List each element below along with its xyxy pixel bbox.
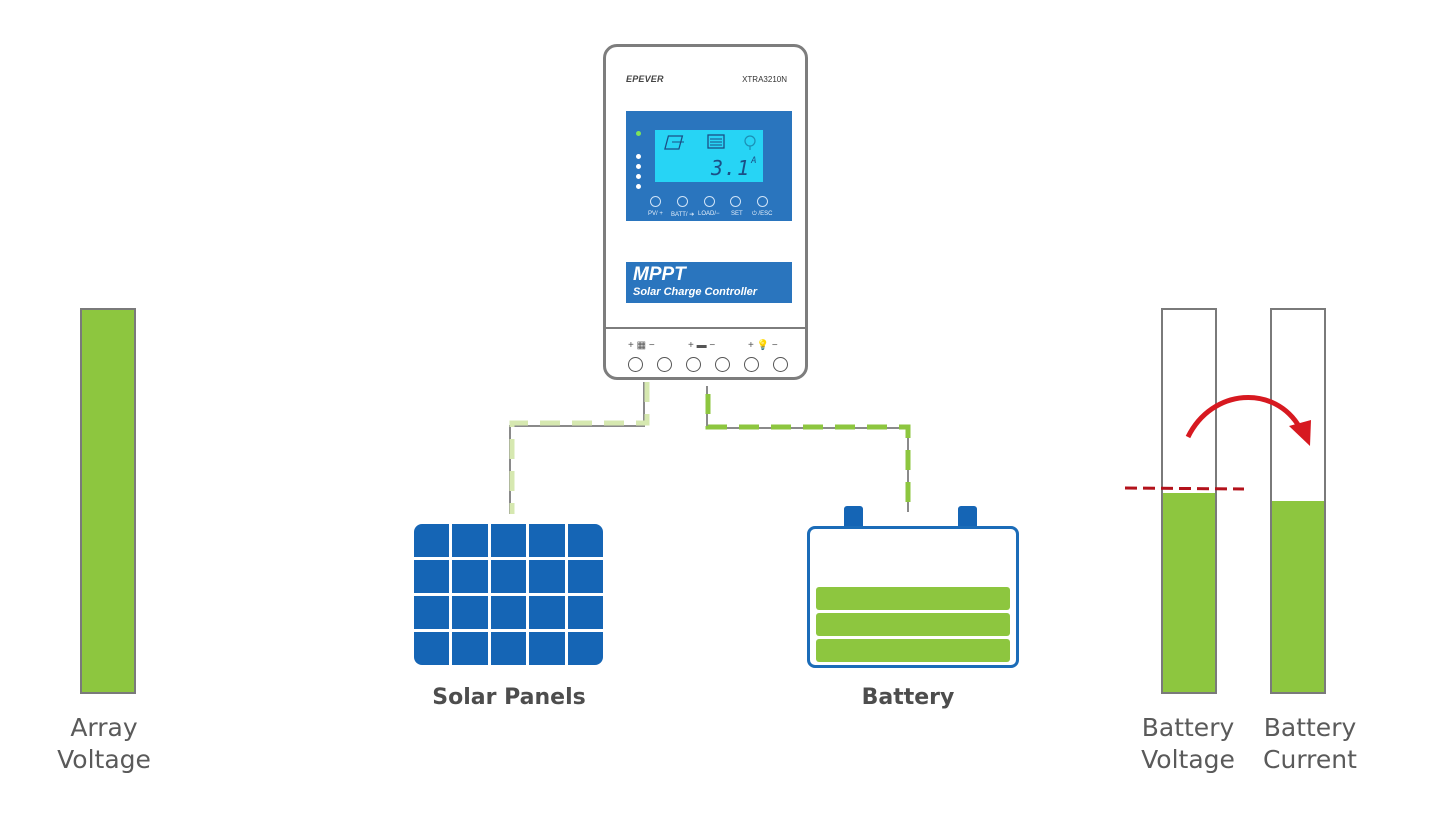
pv-negative-terminal bbox=[657, 357, 672, 372]
battery-current-fill bbox=[1272, 501, 1324, 692]
lcd-icons bbox=[664, 134, 756, 150]
battery-current-gauge bbox=[1270, 308, 1326, 694]
controller-display: 3.1A PV/ + BATT/ ➔ LOAD/− SET ⏻ /ESC bbox=[626, 111, 792, 221]
charge-controller: EPEVER XTRA3210N bbox=[603, 44, 808, 380]
voltage-level-line bbox=[1124, 486, 1245, 491]
pv-positive-terminal bbox=[628, 357, 643, 372]
battery-positive-terminal bbox=[686, 357, 701, 372]
array-voltage-gauge bbox=[80, 308, 136, 694]
battery-negative-post bbox=[958, 506, 977, 528]
pv-wire bbox=[509, 382, 645, 514]
battery-negative-terminal bbox=[715, 357, 730, 372]
solar-cell bbox=[490, 632, 527, 665]
battery-charge-bar-1 bbox=[816, 587, 1010, 610]
status-led-4 bbox=[636, 184, 641, 189]
solar-cell bbox=[490, 524, 527, 557]
battery-charge-bar-2 bbox=[816, 613, 1010, 636]
battery-positive-post bbox=[844, 506, 863, 528]
solar-cell bbox=[567, 596, 603, 629]
battery-label: Battery bbox=[861, 685, 955, 710]
set-button[interactable] bbox=[730, 196, 741, 207]
solar-cell bbox=[529, 524, 565, 557]
solar-cell bbox=[452, 596, 488, 629]
lcd-reading-unit: A bbox=[751, 156, 758, 166]
status-led-2 bbox=[636, 164, 641, 169]
brand-logo: EPEVER bbox=[626, 74, 664, 84]
mppt-subtitle: Solar Charge Controller bbox=[633, 286, 758, 298]
pv-current-flow bbox=[509, 382, 650, 514]
battery-voltage-fill bbox=[1163, 493, 1215, 692]
solar-cell bbox=[529, 560, 565, 593]
esc-button-label: ⏻ /ESC bbox=[752, 211, 773, 217]
solar-cell bbox=[567, 560, 603, 593]
solar-cell bbox=[529, 632, 565, 665]
lcd-reading-value: 3.1 bbox=[711, 156, 751, 180]
battery-voltage-label: Battery Voltage bbox=[1141, 713, 1235, 774]
load-button-label: LOAD/− bbox=[698, 211, 720, 217]
status-led-1 bbox=[636, 154, 641, 159]
solar-cell bbox=[490, 596, 527, 629]
lcd-reading: 3.1A bbox=[711, 156, 758, 180]
solar-cell bbox=[529, 596, 565, 629]
terminal-divider bbox=[606, 327, 805, 329]
load-button[interactable] bbox=[704, 196, 715, 207]
pv-terminal-symbol: + ▦ − bbox=[628, 340, 655, 351]
controller-button-row bbox=[626, 196, 792, 208]
pv-button[interactable] bbox=[650, 196, 661, 207]
esc-button[interactable] bbox=[757, 196, 768, 207]
status-led-pv bbox=[636, 131, 641, 136]
solar-cell bbox=[414, 524, 450, 557]
solar-panel-icon bbox=[414, 524, 603, 665]
transfer-arrow-head bbox=[1289, 420, 1311, 446]
lcd-battery-icon bbox=[707, 134, 725, 149]
mppt-title: MPPT bbox=[633, 264, 686, 285]
battery-terminal-symbol: + ▬ − bbox=[688, 340, 716, 351]
array-voltage-label: Array Voltage bbox=[57, 713, 151, 774]
solar-cell bbox=[567, 524, 603, 557]
battery-current-label: Battery Current bbox=[1263, 713, 1357, 774]
solar-cell bbox=[414, 596, 450, 629]
battery-voltage-gauge bbox=[1161, 308, 1217, 694]
lcd-bulb-icon bbox=[744, 135, 756, 150]
load-terminal-symbol: + 💡 − bbox=[748, 340, 778, 351]
lcd-panel-icon bbox=[664, 135, 684, 150]
status-led-3 bbox=[636, 174, 641, 179]
solar-cell bbox=[490, 560, 527, 593]
battery-charge-bar-3 bbox=[816, 639, 1010, 662]
battery-current-flow bbox=[705, 394, 911, 506]
solar-cell bbox=[567, 632, 603, 665]
lcd-screen: 3.1A bbox=[655, 130, 763, 182]
load-positive-terminal bbox=[744, 357, 759, 372]
model-number: XTRA3210N bbox=[742, 75, 787, 84]
pv-button-label: PV/ + bbox=[648, 211, 663, 217]
solar-cell bbox=[414, 632, 450, 665]
array-voltage-fill bbox=[82, 310, 134, 692]
batt-button[interactable] bbox=[677, 196, 688, 207]
transfer-arrow bbox=[1185, 394, 1303, 439]
solar-cell bbox=[452, 560, 488, 593]
battery-icon bbox=[807, 526, 1019, 668]
solar-cell bbox=[452, 632, 488, 665]
solar-panels-label: Solar Panels bbox=[432, 685, 586, 710]
batt-button-label: BATT/ ➔ bbox=[671, 212, 695, 218]
mppt-badge: MPPT Solar Charge Controller bbox=[626, 262, 792, 303]
solar-cell bbox=[452, 524, 488, 557]
set-button-label: SET bbox=[731, 211, 743, 217]
load-negative-terminal bbox=[773, 357, 788, 372]
solar-cell bbox=[414, 560, 450, 593]
battery-wire bbox=[706, 386, 909, 512]
